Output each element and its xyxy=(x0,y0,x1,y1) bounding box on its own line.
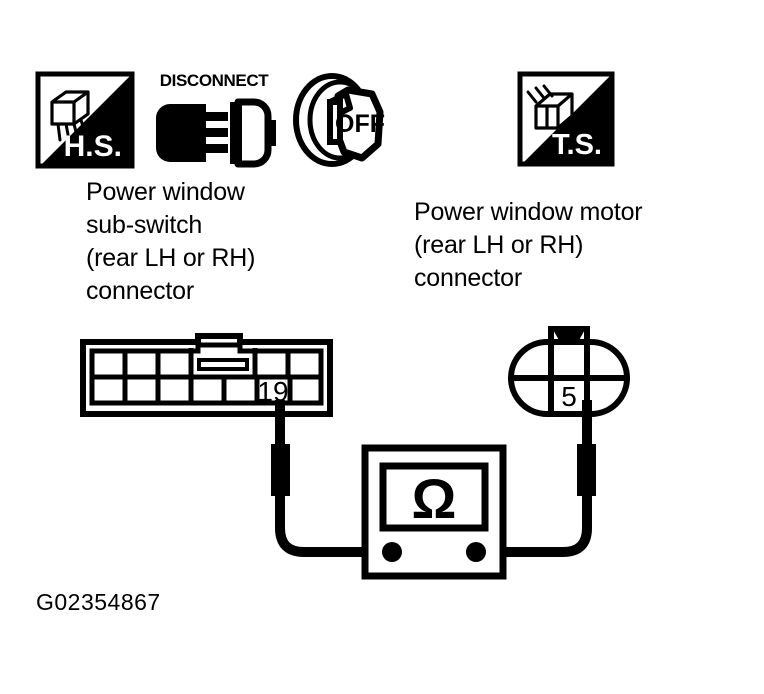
ohm-symbol: Ω xyxy=(412,467,457,530)
motor-connector: 5 xyxy=(505,320,633,420)
sub-switch-connector: 19 xyxy=(80,333,333,417)
motor-caption: Power window motor (rear LH or RH) conne… xyxy=(414,198,643,292)
ignition-off-icon-label: OFF xyxy=(335,110,385,138)
ohmmeter-display xyxy=(379,462,489,532)
continuity-test-circuit: Ω xyxy=(255,400,615,585)
ohmmeter-terminal-left xyxy=(382,542,402,562)
sub-switch-caption: Power window sub-switch (rear LH or RH) … xyxy=(86,178,256,305)
ignition-off-icon: OFF xyxy=(288,66,392,172)
figure-code: G02354867 xyxy=(36,589,161,615)
ohmmeter-terminal-right xyxy=(466,542,486,562)
hs-icon: H.S. xyxy=(35,71,135,169)
motor-pin-number: 5 xyxy=(561,381,577,412)
ts-icon-label: T.S. xyxy=(552,129,602,161)
right-probe-sleeve xyxy=(577,444,596,496)
hs-icon-label: H.S. xyxy=(64,130,122,163)
ts-icon: T.S. xyxy=(517,71,615,167)
disconnect-icon: DISCONNECT xyxy=(152,68,276,168)
left-probe-sleeve xyxy=(271,444,290,496)
disconnect-icon-label: DISCONNECT xyxy=(160,71,269,90)
